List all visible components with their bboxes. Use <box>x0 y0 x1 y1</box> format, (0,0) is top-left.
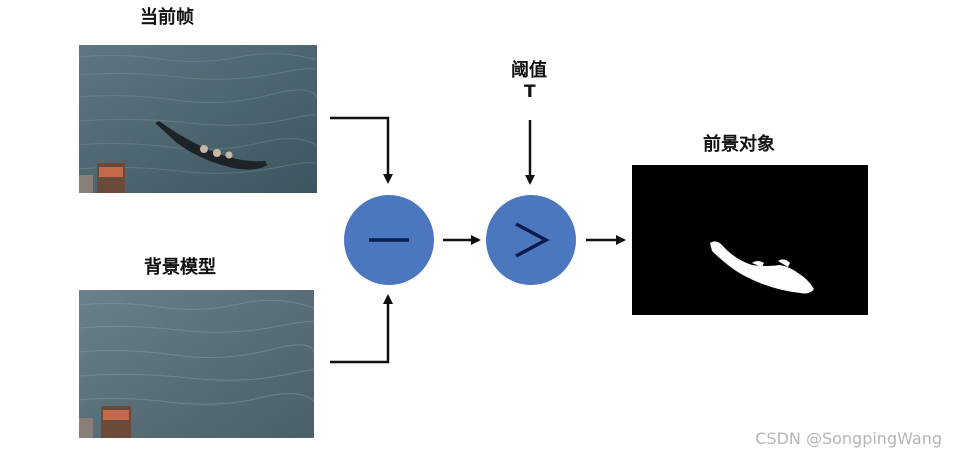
watermark-text: CSDN @SongpingWang <box>755 429 942 448</box>
threshold-symbol-label: T <box>524 82 536 102</box>
arrow-current-to-subtract <box>330 116 393 184</box>
subtract-operator <box>344 195 434 285</box>
current-frame-image <box>79 45 317 193</box>
foreground-object-image <box>632 165 868 315</box>
current-frame-label: 当前帧 <box>140 7 194 28</box>
background-model-image <box>79 290 314 438</box>
foreground-mask-blob <box>710 241 814 294</box>
background-model-label: 背景模型 <box>144 257 216 278</box>
gondola-shape <box>155 121 267 170</box>
arrow-background-to-subtract <box>330 294 393 364</box>
foreground-object-label: 前景对象 <box>703 134 775 155</box>
greater-than-operator <box>486 195 576 285</box>
threshold-label: 阈值 <box>511 60 547 81</box>
